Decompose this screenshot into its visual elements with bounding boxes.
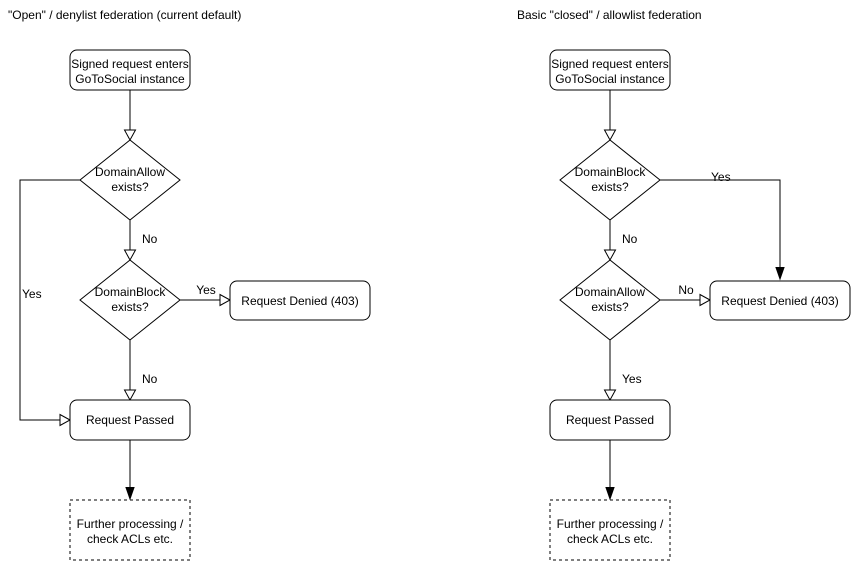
- right-arrowhead-filled-icon: [605, 487, 615, 501]
- right-node-start: [549, 49, 671, 91]
- left-arrowhead-open-icon: [123, 389, 137, 402]
- right-node-request-denied: [709, 280, 851, 321]
- right-arrowhead-open-icon: [603, 129, 617, 142]
- right-edge-label-block-yes: Yes: [711, 170, 731, 184]
- right-edge-label-allow-yes: Yes: [622, 372, 642, 386]
- left-arrowhead-filled-icon: [125, 487, 135, 501]
- left-decision-domainblock-line1: DomainBlock: [95, 285, 167, 299]
- right-node-request-passed-label: Request Passed: [566, 413, 654, 427]
- left-decision-domainblock: [79, 259, 181, 341]
- left-node-further-processing-line2: check ACLs etc.: [87, 532, 173, 546]
- right-node-request-passed: [549, 399, 671, 441]
- right-node-start-line1: Signed request enters: [551, 57, 668, 71]
- right-arrowhead-open-icon: [699, 293, 712, 307]
- left-flowchart: "Open" / denylist federation (current de…: [8, 8, 371, 561]
- right-flowchart: Basic "closed" / allowlist federation Si…: [517, 8, 851, 561]
- right-node-further-processing-line2: check ACLs etc.: [567, 532, 653, 546]
- right-decision-domainblock-line2: exists?: [591, 180, 629, 194]
- left-arrowhead-open-icon: [123, 249, 137, 262]
- left-decision-domainallow-line2: exists?: [111, 180, 149, 194]
- left-node-start: [69, 49, 191, 91]
- right-chart-title: Basic "closed" / allowlist federation: [517, 8, 702, 22]
- left-arrowhead-open-icon: [123, 129, 137, 142]
- right-arrowhead-filled-icon: [775, 267, 785, 281]
- right-node-request-denied-label: Request Denied (403): [721, 294, 838, 308]
- right-node-further-processing-line1: Further processing /: [557, 517, 664, 531]
- right-decision-domainallow-line1: DomainAllow: [575, 285, 645, 299]
- right-edge-label-allow-no: No: [678, 283, 694, 297]
- right-arrowhead-open-icon: [603, 389, 617, 402]
- left-decision-domainblock-line2: exists?: [111, 300, 149, 314]
- right-decision-domainallow: [559, 259, 661, 341]
- right-decision-domainblock: [559, 139, 661, 221]
- right-edge-block-yes-to-denied: [660, 179, 781, 267]
- right-edge-label-block-no: No: [622, 232, 638, 246]
- right-node-start-line2: GoToSocial instance: [555, 72, 665, 86]
- left-chart-title: "Open" / denylist federation (current de…: [8, 8, 241, 22]
- left-arrowhead-open-icon: [219, 293, 232, 307]
- left-node-request-passed: [69, 399, 191, 441]
- right-decision-domainallow-line2: exists?: [591, 300, 629, 314]
- left-edge-label-block-no: No: [142, 372, 158, 386]
- left-arrowhead-open-icon: [59, 413, 72, 427]
- left-node-start-line1: Signed request enters: [71, 57, 188, 71]
- right-decision-domainblock-line1: DomainBlock: [575, 165, 647, 179]
- left-node-request-denied-label: Request Denied (403): [241, 294, 358, 308]
- left-node-further-processing-line1: Further processing /: [77, 517, 184, 531]
- left-node-request-passed-label: Request Passed: [86, 413, 174, 427]
- left-node-start-line2: GoToSocial instance: [75, 72, 185, 86]
- left-edge-label-block-yes: Yes: [196, 283, 216, 297]
- left-node-further-processing: [69, 499, 191, 561]
- left-node-request-denied: [229, 280, 371, 321]
- left-edge-allow-yes-to-passed: [19, 179, 80, 421]
- right-arrowhead-open-icon: [603, 249, 617, 262]
- left-decision-domainallow-line1: DomainAllow: [95, 165, 165, 179]
- right-node-further-processing: [549, 499, 671, 561]
- left-edge-label-allow-yes: Yes: [22, 287, 42, 301]
- left-edge-label-allow-no: No: [142, 232, 158, 246]
- left-decision-domainallow: [79, 139, 181, 221]
